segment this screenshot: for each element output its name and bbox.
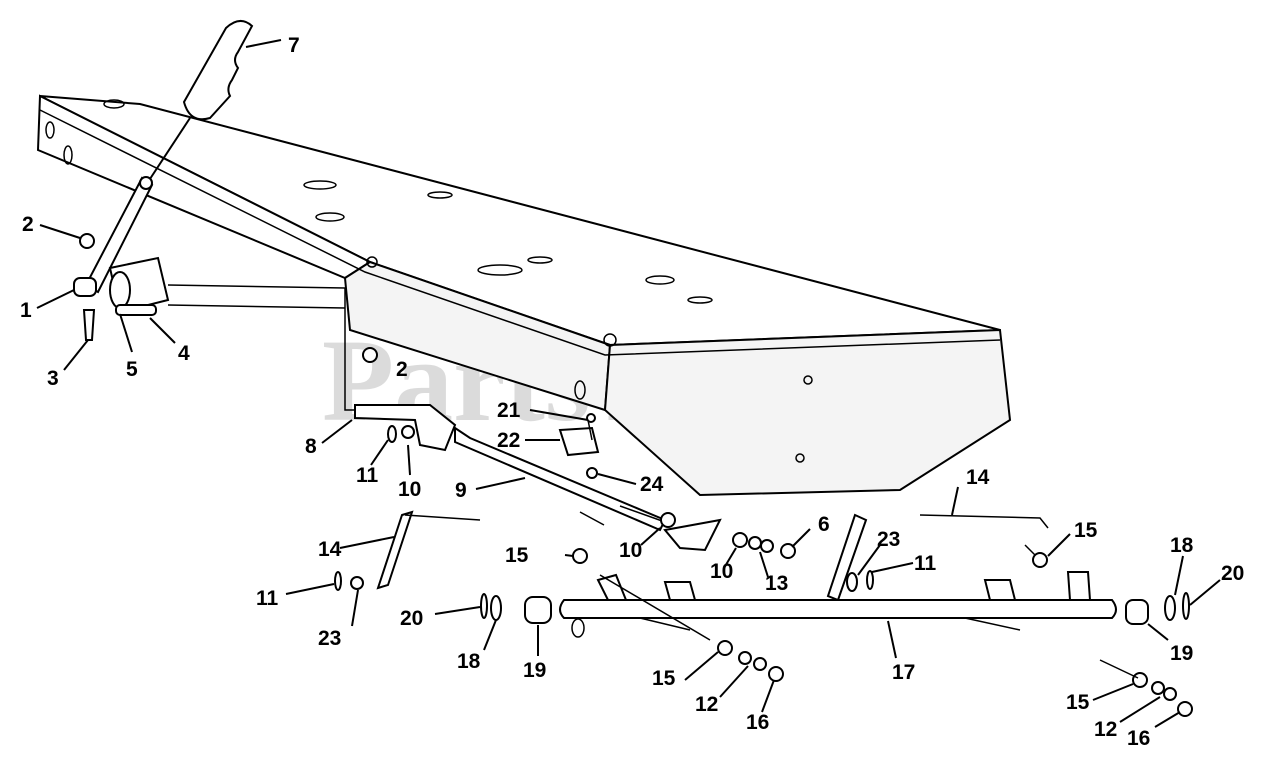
callout-12: 12 [695, 693, 718, 716]
spring-hook [558, 413, 600, 479]
lift-axle-shaft [480, 571, 1190, 638]
pivot-bracket [73, 256, 360, 411]
callout-16: 16 [746, 711, 769, 734]
callout-12: 12 [1094, 718, 1117, 741]
callout-labels: 7 2 1 3 5 4 2 8 11 10 21 22 24 9 14 14 1… [20, 34, 1244, 750]
callout-18: 18 [1170, 534, 1194, 557]
callout-21: 21 [497, 399, 521, 422]
callout-15: 15 [652, 667, 676, 690]
callout-22: 22 [497, 429, 520, 452]
left-lift-arm [334, 510, 481, 591]
callout-14: 14 [318, 538, 342, 561]
hardware-fasteners [79, 233, 1193, 717]
callout-24: 24 [640, 473, 664, 496]
callout-23: 23 [318, 627, 341, 650]
callout-15: 15 [505, 544, 529, 567]
callout-16: 16 [1127, 727, 1150, 750]
callout-15: 15 [1066, 691, 1090, 714]
lift-handle [84, 20, 254, 294]
callout-6: 6 [818, 513, 830, 536]
leader-lines [36, 39, 1221, 728]
callout-19: 19 [1170, 642, 1193, 665]
callout-17: 17 [892, 661, 915, 684]
mower-deck [36, 94, 1012, 497]
callout-14: 14 [966, 466, 990, 489]
callout-7: 7 [288, 34, 300, 57]
right-lift-arm [826, 513, 1049, 602]
callout-19: 19 [523, 659, 546, 682]
callout-18: 18 [457, 650, 481, 673]
callout-11: 11 [914, 552, 937, 575]
callout-15: 15 [1074, 519, 1098, 542]
callout-9: 9 [455, 479, 467, 502]
callout-3: 3 [47, 367, 59, 390]
callout-8: 8 [305, 435, 317, 458]
callout-11: 11 [356, 464, 379, 487]
callout-13: 13 [765, 572, 788, 595]
callout-20: 20 [400, 607, 423, 630]
callout-2: 2 [22, 213, 34, 236]
callout-11: 11 [256, 587, 279, 610]
lift-linkage [354, 404, 722, 552]
callout-5: 5 [126, 358, 138, 381]
callout-1: 1 [20, 299, 32, 322]
callout-4: 4 [178, 342, 190, 365]
callout-10: 10 [710, 560, 733, 583]
callout-10: 10 [619, 539, 642, 562]
callout-10: 10 [398, 478, 421, 501]
callout-23: 23 [877, 528, 900, 551]
callout-20: 20 [1221, 562, 1244, 585]
callout-2: 2 [396, 358, 408, 381]
